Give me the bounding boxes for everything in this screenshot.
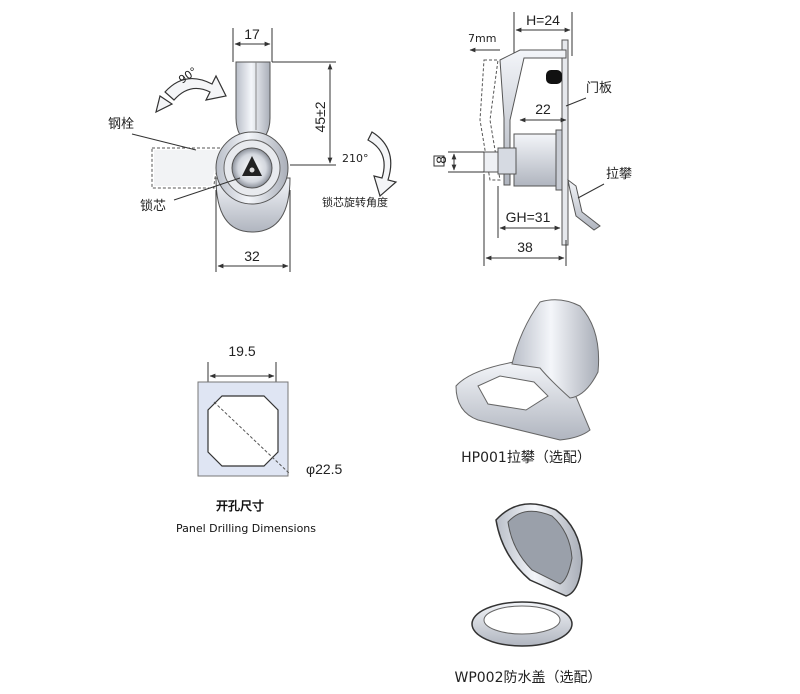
lever-arm: [235, 61, 271, 141]
hp001-handle-render: HP001拉攀（选配）: [455, 299, 600, 466]
rotation-arrowhead-icon: [155, 95, 174, 114]
nut-side: [555, 129, 563, 191]
dim-38-label: 38: [517, 239, 533, 255]
leader-door: [565, 97, 587, 107]
cover-lid-inner: [507, 510, 573, 585]
lock-body-side: [513, 133, 557, 187]
drilling-caption-cn: 开孔尺寸: [216, 498, 264, 513]
cover-ring-hole: [483, 605, 561, 635]
lever-rotated-dashed: [479, 59, 501, 181]
square-symbol-icon: [433, 155, 445, 167]
dim-h-label: H=24: [526, 12, 560, 28]
bolt-outline: [151, 147, 232, 189]
hp001-label: HP001拉攀（选配）: [461, 450, 591, 466]
wp002-cover-render: WP002防水盖（选配）: [454, 503, 602, 686]
bolt-fill: [154, 150, 226, 186]
front-view: 17 45±2 32 90° 210° 钢栓: [108, 26, 398, 272]
label-door: 门板: [586, 81, 612, 96]
rotation-arrow-90-icon: [164, 74, 227, 101]
dim-17-label: 17: [244, 26, 260, 42]
key-center: [249, 167, 255, 173]
drilling-caption-en: Panel Drilling Dimensions: [176, 522, 316, 535]
dim-22-label: 22: [535, 101, 551, 117]
leader-bolt: [131, 133, 197, 151]
label-core: 锁芯: [140, 198, 166, 214]
handle-hole: [477, 375, 549, 411]
dim-19-5-label: 19.5: [228, 343, 255, 359]
dim-gh-label: GH=31: [506, 209, 551, 225]
drilling-diagram: 19.5 φ22.5 开孔尺寸 Panel Drilling Dimension…: [176, 343, 343, 535]
seal-knob: [546, 70, 562, 84]
rotation-210-label: 210°: [342, 152, 369, 165]
lock-face: [497, 147, 517, 175]
dim-7mm-label: 7mm: [468, 32, 496, 45]
door-panel: [561, 39, 569, 246]
shaft-side: [483, 151, 499, 173]
handle-lip: [511, 299, 600, 399]
label-core-rotation: 锁芯旋转角度: [322, 195, 388, 209]
side-view: H=24 7mm 22 8 GH=31: [433, 12, 632, 266]
wp002-label: WP002防水盖（选配）: [454, 670, 601, 686]
dim-32-label: 32: [244, 248, 260, 264]
handle-side: [567, 178, 601, 231]
triangle-key-icon: [242, 156, 262, 176]
rotation-arrow-210-icon: [367, 131, 398, 198]
dim-diameter-label: φ22.5: [306, 461, 343, 477]
diameter-line: [213, 401, 291, 475]
dim-45-label: 45±2: [312, 101, 328, 132]
label-handle: 拉攀: [606, 167, 632, 182]
dim-8-label: 8: [433, 156, 449, 164]
label-bolt: 钢栓: [108, 117, 134, 132]
leader-handle: [577, 183, 605, 199]
leader-core: [173, 177, 241, 201]
